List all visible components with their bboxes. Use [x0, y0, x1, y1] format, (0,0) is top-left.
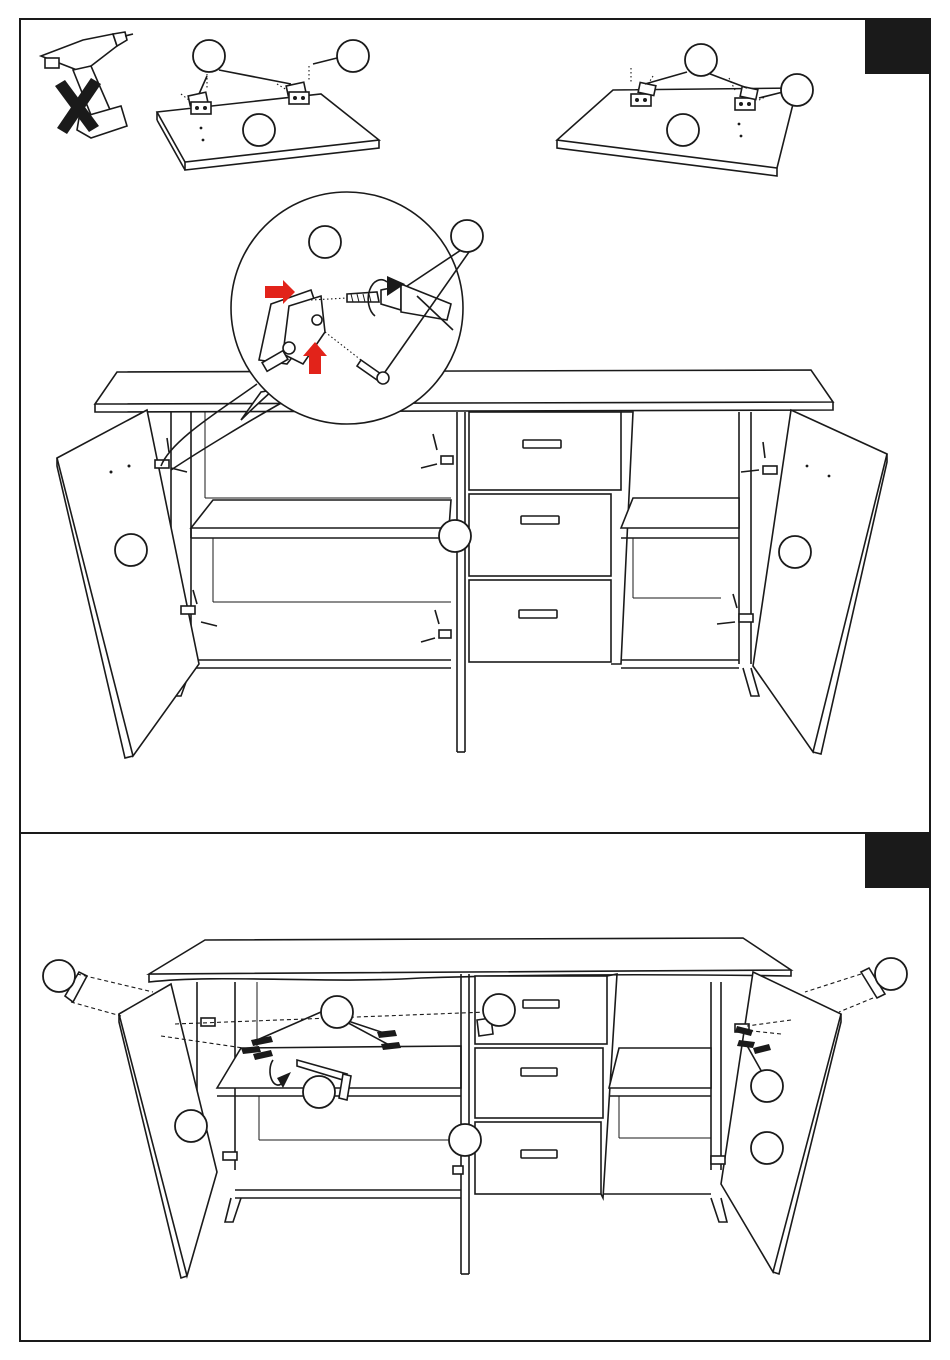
right-door-label: [779, 536, 811, 568]
drawer-handle: [521, 1068, 557, 1076]
left-door-label: [175, 1110, 207, 1142]
connector-label: [483, 994, 515, 1026]
door-label-left: [243, 114, 275, 146]
right-handle-cap-label: [875, 958, 907, 990]
left-handle-cap-label: [43, 960, 75, 992]
step-panel-connectors: [19, 832, 931, 1342]
right-screw-label: [751, 1070, 783, 1102]
screw-label-right: [781, 74, 813, 106]
drill-crossed-icon: [41, 32, 133, 138]
drawer-handle: [519, 610, 557, 618]
hinge-part: [453, 1166, 463, 1174]
left-door-label: [115, 534, 147, 566]
zoom-screw-label: [451, 220, 483, 252]
right-door: [711, 972, 841, 1274]
drawer: [469, 412, 621, 490]
hinge-part: [739, 614, 753, 622]
hinge-zoom-detail: [161, 192, 483, 470]
right-door-label: [751, 1132, 783, 1164]
bolt-label: [321, 996, 353, 1028]
cabinet-top: [149, 938, 791, 974]
door-label-right: [667, 114, 699, 146]
shelf: [609, 1048, 711, 1088]
hinge-part: [223, 1152, 237, 1160]
shelf: [191, 500, 451, 528]
hinge-part: [188, 92, 211, 114]
hinge-part: [763, 466, 777, 474]
door-hinge-detail-right: [557, 44, 813, 176]
hinge-part: [439, 630, 451, 638]
hinge-part: [711, 1156, 725, 1164]
drawer: [469, 580, 611, 662]
connector-assembly-diagram: [21, 834, 931, 1342]
center-panel-label: [449, 1124, 481, 1156]
cabinet-top: [95, 370, 833, 404]
center-panel-label: [439, 520, 471, 552]
shelf: [621, 498, 739, 528]
left-door: [119, 984, 237, 1278]
hinge-part: [181, 606, 195, 614]
step-panel-hinges: [19, 18, 931, 834]
drawer-handle: [521, 1150, 557, 1158]
zoom-hinge-label: [309, 226, 341, 258]
hinge-assembly-diagram: [21, 20, 931, 834]
drawer-handle: [523, 1000, 559, 1008]
hinge-label-right: [685, 44, 717, 76]
hinge-label-left: [193, 40, 225, 72]
hinge-part: [286, 82, 309, 104]
hinge-part: [441, 456, 453, 464]
door-hinge-detail-left: [157, 40, 379, 170]
left-door: [57, 410, 217, 758]
drawer-handle: [523, 440, 561, 448]
drawer-handle: [521, 516, 559, 524]
drawer: [469, 494, 611, 576]
sideboard-cabinet: [95, 370, 833, 752]
right-door: [717, 410, 887, 754]
allen-key-label: [303, 1076, 335, 1108]
screw-label-left: [337, 40, 369, 72]
drawer: [475, 1048, 603, 1118]
